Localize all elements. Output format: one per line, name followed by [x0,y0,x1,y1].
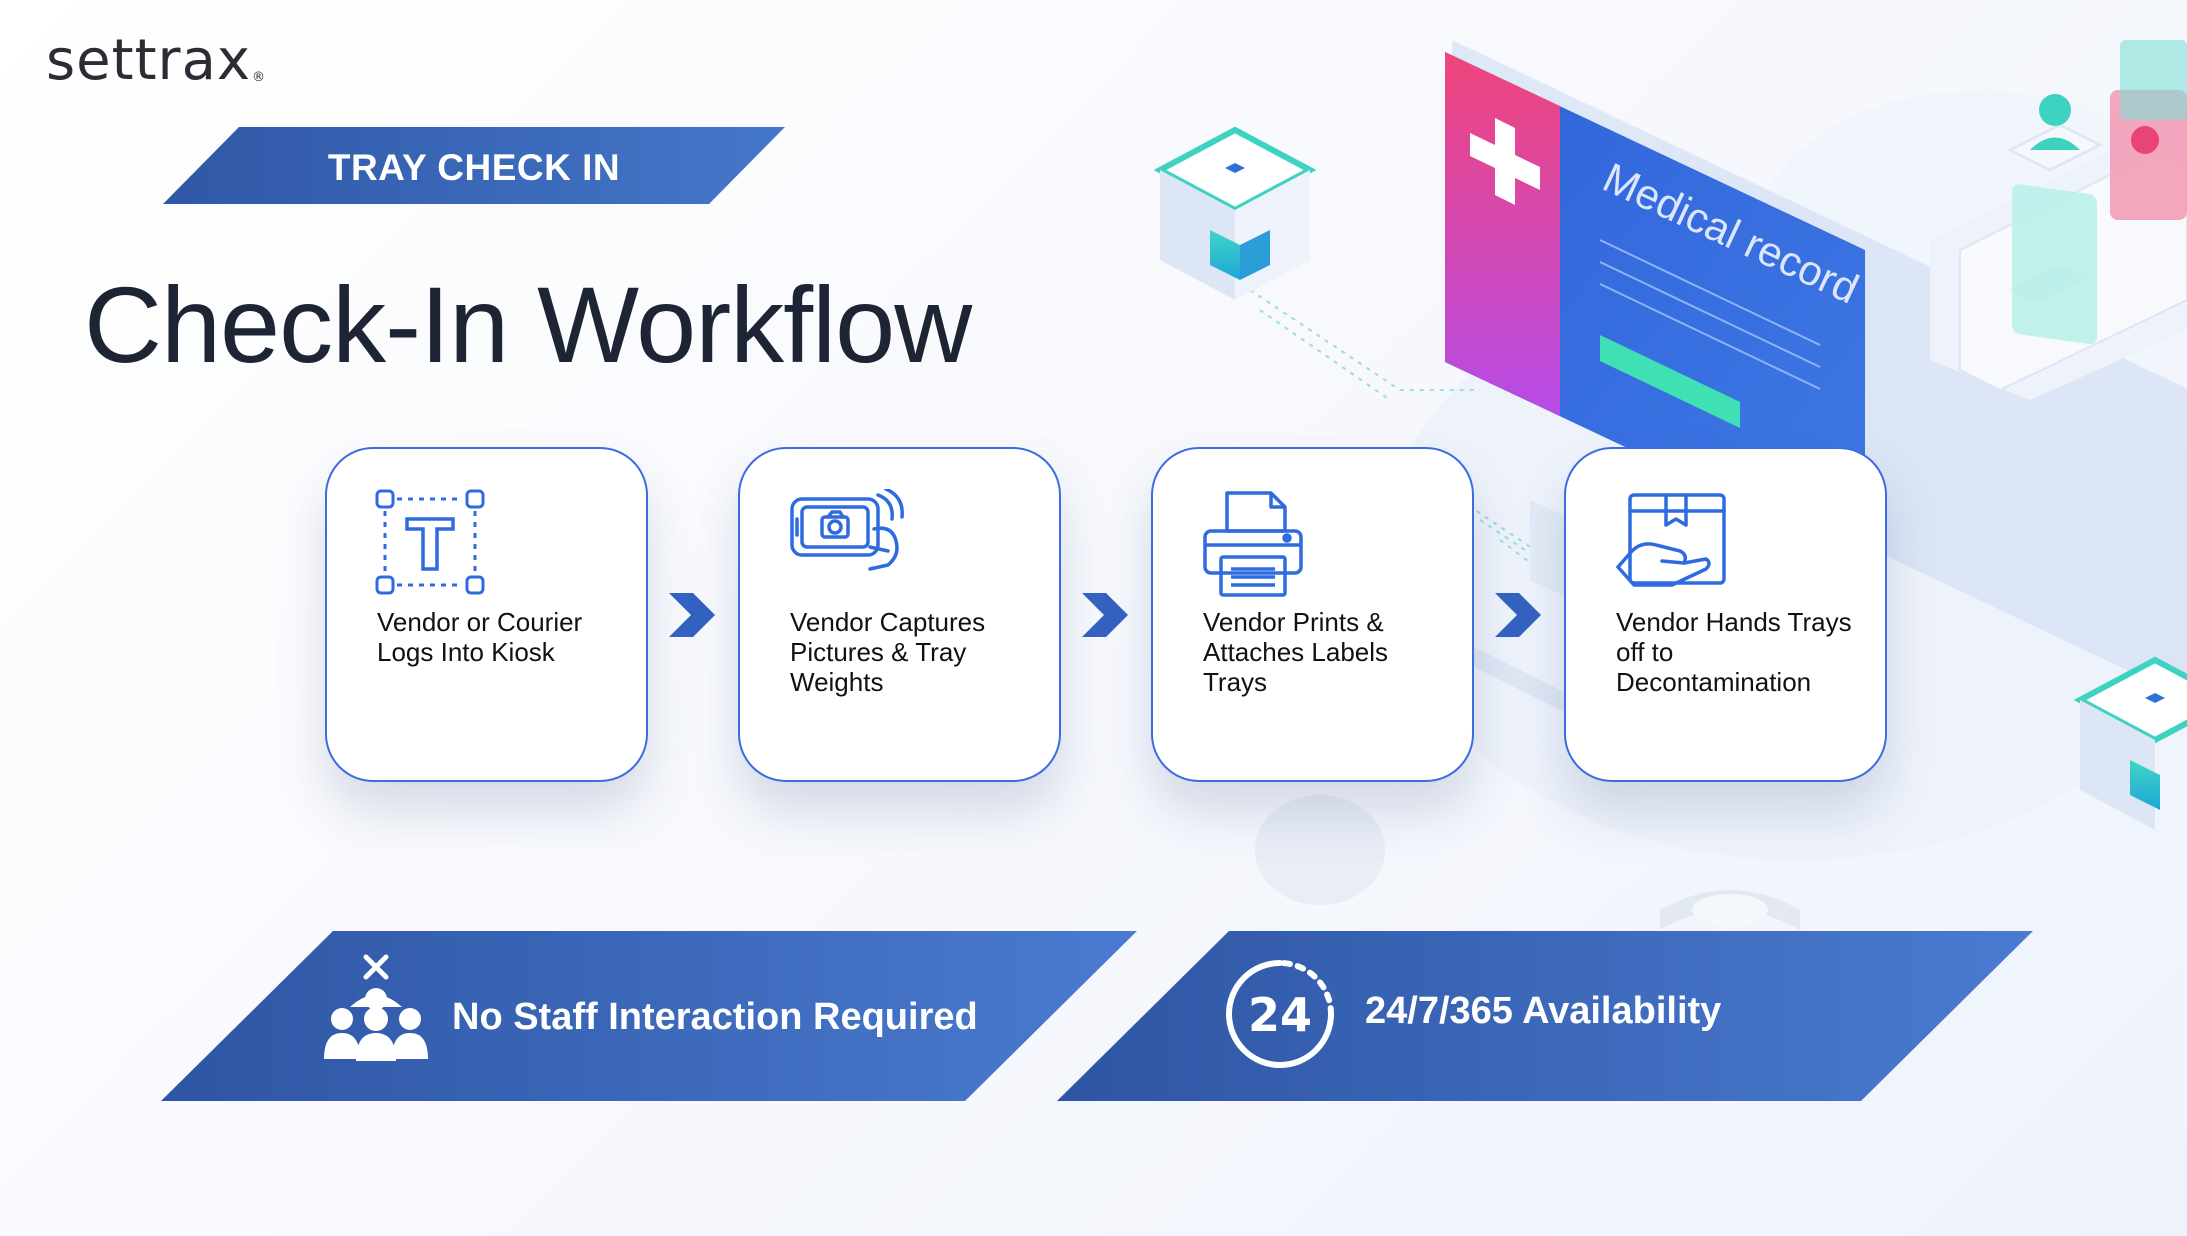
box-hand-icon [1616,493,1726,587]
step-label: Vendor Hands Trays off to Decontaminatio… [1616,607,1852,697]
step-label: Vendor Captures Pictures & Tray Weights [790,607,986,697]
printer-icon [1203,491,1303,597]
logo-registered-mark: ® [252,70,267,85]
camera-scan-icon [790,489,904,571]
no-staff-icon [324,954,428,1061]
step-card-handoff: Vendor Hands Trays off to Decontaminatio… [1564,447,1887,782]
page-title: Check-In Workflow [84,264,972,385]
section-banner-label: TRAY CHECK IN [327,147,621,188]
chevron-right-icon [1082,593,1128,637]
settrax-logo: settrax® [46,28,266,93]
feature-label-availability: 24/7/365 Availability [1365,990,1722,1032]
text-tool-icon [375,489,485,595]
chevron-right-icon [1495,593,1541,637]
step-label: Vendor or Courier Logs Into Kiosk [377,607,583,667]
feature-banner-availability [1057,931,2033,1101]
logo-text: settrax [46,28,252,93]
step-card-login: Vendor or Courier Logs Into Kiosk [325,447,648,782]
feature-banner-no-staff [161,931,1137,1101]
section-banner: TRAY CHECK IN [163,127,785,204]
feature-label-no-staff: No Staff Interaction Required [452,996,978,1038]
step-card-print: Vendor Prints & Attaches Labels Trays [1151,447,1474,782]
clock-24-text: 24 [1248,988,1312,1042]
step-card-capture: Vendor Captures Pictures & Tray Weights [738,447,1061,782]
clock-24-icon: 24 [1226,960,1334,1068]
step-label: Vendor Prints & Attaches Labels Trays [1203,607,1389,697]
chevron-right-icon [669,593,715,637]
